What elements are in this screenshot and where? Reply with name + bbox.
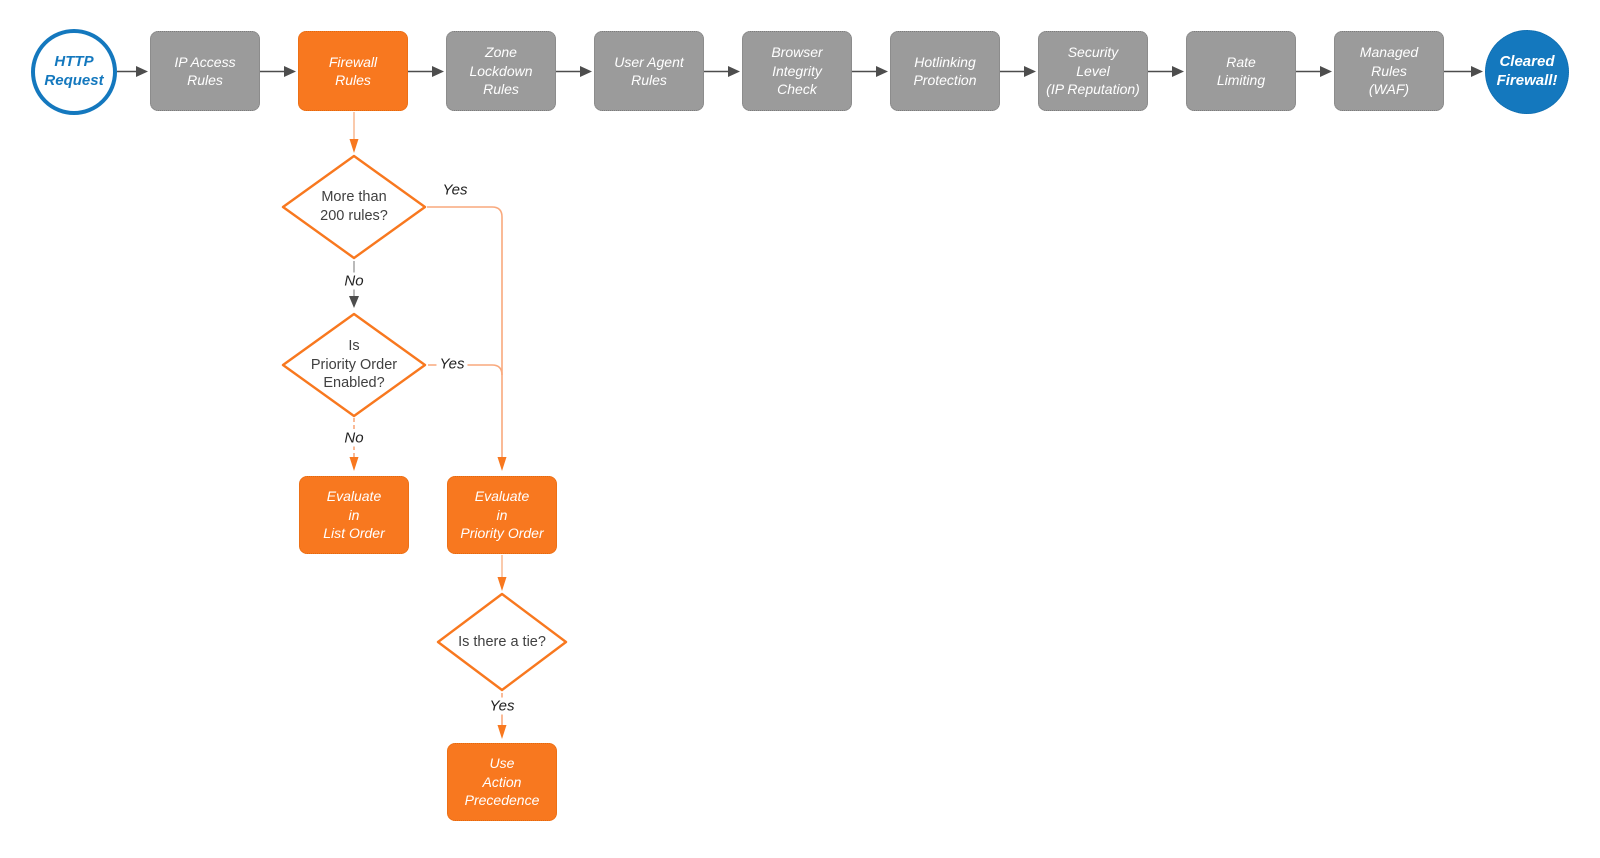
- edge-firewall-to-decision-1: [349, 112, 359, 153]
- stage-label: User Agent Rules: [614, 53, 684, 88]
- stage-label: Firewall Rules: [328, 53, 378, 88]
- decision-label: Is there a tie?: [458, 633, 546, 650]
- start-terminal-http-request: HTTP Request: [31, 29, 117, 115]
- stage-user-agent-rules: User Agent Rules: [594, 31, 704, 111]
- stage-zone-lockdown-rules: Zone Lockdown Rules: [446, 31, 556, 111]
- edge-label-yes-2: Yes: [436, 355, 468, 373]
- stage-label: IP Access Rules: [174, 53, 236, 88]
- process-label: Evaluate in List Order: [323, 488, 385, 542]
- stage-managed-rules-waf: Managed Rules (WAF): [1334, 31, 1444, 111]
- end-terminal-label: Cleared Firewall!: [1496, 53, 1558, 89]
- edge-hotlinking-to-security: [1000, 66, 1036, 77]
- edge-decision-1-yes: [427, 206, 507, 471]
- edge-security-to-rate: [1148, 66, 1184, 77]
- diamond-shape: [436, 592, 568, 692]
- stage-label: Browser Integrity Check: [771, 44, 823, 98]
- process-evaluate-in-list-order: Evaluate in List Order: [299, 476, 409, 554]
- edge-browser-to-hotlinking: [852, 66, 888, 77]
- edge-label-yes-1: Yes: [439, 181, 471, 199]
- process-label: Evaluate in Priority Order: [460, 488, 544, 542]
- edge-priority-to-decision-3: [497, 555, 507, 591]
- decision-more-than-200-rules: More than 200 rules?: [281, 154, 427, 260]
- decision-label: Is Priority Order Enabled?: [310, 337, 398, 392]
- edge-managed-to-end: [1444, 66, 1483, 77]
- stage-ip-access-rules: IP Access Rules: [150, 31, 260, 111]
- stage-browser-integrity-check: Browser Integrity Check: [742, 31, 852, 111]
- stage-hotlinking-protection: Hotlinking Protection: [890, 31, 1000, 111]
- decision-label: More than 200 rules?: [320, 189, 388, 224]
- process-label: Use Action Precedence: [464, 755, 540, 809]
- edge-start-to-ip-access: [117, 66, 148, 77]
- diamond-shape: [281, 312, 427, 418]
- decision-priority-order-enabled: Is Priority Order Enabled?: [281, 312, 427, 418]
- edge-firewall-to-zone: [408, 66, 444, 77]
- stage-label: Rate Limiting: [1216, 53, 1266, 88]
- process-evaluate-in-priority-order: Evaluate in Priority Order: [447, 476, 557, 554]
- stage-label: Security Level (IP Reputation): [1046, 44, 1140, 98]
- stage-rate-limiting: Rate Limiting: [1186, 31, 1296, 111]
- edge-decision-2-yes: [428, 364, 503, 376]
- edge-label-no-1: No: [341, 272, 367, 290]
- stage-firewall-rules: Firewall Rules: [298, 31, 408, 111]
- edge-ip-access-to-firewall: [260, 66, 296, 77]
- edge-label-yes-3: Yes: [486, 697, 518, 715]
- edge-zone-to-user-agent: [556, 66, 592, 77]
- edge-label-no-2: No: [341, 429, 367, 447]
- diamond-shape: [281, 154, 427, 260]
- edge-user-agent-to-browser: [704, 66, 740, 77]
- edge-decision-2-no: [349, 418, 359, 471]
- stage-security-level: Security Level (IP Reputation): [1038, 31, 1148, 111]
- stage-label: Managed Rules (WAF): [1359, 44, 1419, 98]
- stage-label: Hotlinking Protection: [913, 53, 977, 88]
- start-terminal-label: HTTP Request: [44, 53, 104, 89]
- end-terminal-cleared-firewall: Cleared Firewall!: [1485, 30, 1569, 114]
- process-use-action-precedence: Use Action Precedence: [447, 743, 557, 821]
- edge-rate-to-managed: [1296, 66, 1332, 77]
- stage-label: Zone Lockdown Rules: [469, 44, 533, 98]
- decision-is-there-a-tie: Is there a tie?: [436, 592, 568, 692]
